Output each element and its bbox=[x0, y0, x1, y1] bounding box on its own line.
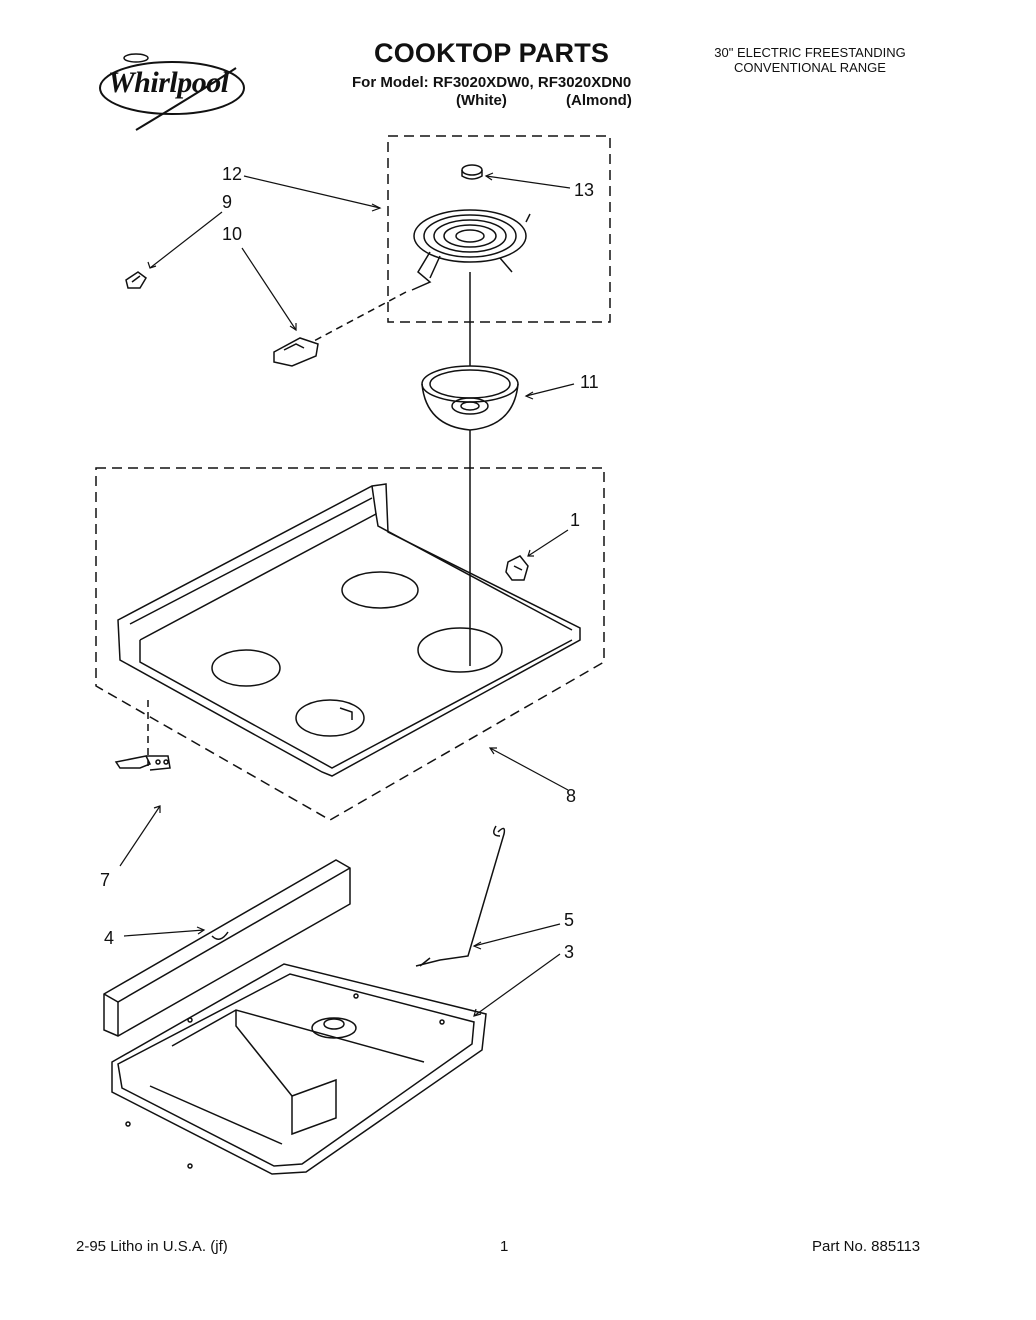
whirlpool-logo: Whirlpool bbox=[96, 48, 248, 134]
logo-wordmark: Whirlpool bbox=[108, 66, 229, 99]
part-10-terminal-block bbox=[273, 337, 319, 367]
leader-lines bbox=[119, 172, 575, 1017]
part-12-surface-element bbox=[411, 209, 531, 291]
part-4-rear-strip bbox=[103, 859, 351, 1037]
leader-3 bbox=[473, 953, 561, 1017]
leader-8 bbox=[489, 747, 569, 791]
arrow-4 bbox=[196, 926, 206, 935]
part-13-cap bbox=[461, 164, 483, 180]
callout-11: 11 bbox=[580, 372, 599, 392]
leader-11 bbox=[525, 383, 575, 397]
arrow-5 bbox=[472, 941, 482, 950]
variant-white: (White) bbox=[456, 92, 507, 109]
callout-13: 13 bbox=[574, 180, 594, 200]
part-3-burner-box bbox=[111, 963, 487, 1175]
cooktop-group-box bbox=[95, 467, 605, 821]
arrow-8 bbox=[488, 747, 497, 755]
leader-5 bbox=[473, 923, 561, 947]
callout-3: 3 bbox=[564, 942, 574, 962]
callout-4: 4 bbox=[104, 928, 114, 948]
part-1-bracket bbox=[505, 555, 529, 581]
part-11-drip-bowl bbox=[421, 365, 519, 431]
footer-part-number: Part No. 885113 bbox=[812, 1238, 921, 1255]
leader-13 bbox=[485, 175, 571, 189]
product-desc-line2: CONVENTIONAL RANGE bbox=[734, 60, 886, 75]
variant-almond: (Almond) bbox=[566, 92, 632, 109]
arrow-7 bbox=[153, 805, 161, 813]
product-desc-line1: 30" ELECTRIC FREESTANDING bbox=[714, 45, 906, 60]
footer-page-number: 1 bbox=[500, 1238, 509, 1255]
part-7-connector bbox=[114, 755, 171, 771]
callout-1: 1 bbox=[570, 510, 580, 530]
callout-12: 12 bbox=[222, 164, 242, 184]
arrow-9 bbox=[147, 261, 157, 269]
leader-9 bbox=[149, 211, 223, 269]
page-title: COOKTOP PARTS bbox=[374, 38, 610, 68]
callout-7: 7 bbox=[100, 870, 110, 890]
arrow-1 bbox=[527, 549, 534, 557]
part-8-cooktop bbox=[117, 483, 581, 777]
model-line: For Model: RF3020XDW0, RF3020XDN0 bbox=[352, 74, 632, 91]
logo-swoosh bbox=[99, 53, 245, 131]
arrow-11 bbox=[524, 391, 534, 400]
leader-4 bbox=[123, 929, 205, 937]
element-group-box bbox=[387, 135, 611, 323]
callout-9: 9 bbox=[222, 192, 232, 212]
footer-print-info: 2-95 Litho in U.S.A. (jf) bbox=[76, 1238, 228, 1255]
part-5-rod bbox=[415, 825, 506, 967]
arrow-12 bbox=[371, 203, 382, 212]
arrow-3 bbox=[473, 1008, 482, 1017]
part-9-clip bbox=[125, 271, 147, 289]
leader-10 bbox=[241, 247, 297, 331]
callout-5: 5 bbox=[564, 910, 574, 930]
leader-1 bbox=[527, 529, 569, 557]
leader-terminal-10 bbox=[311, 291, 407, 343]
leader-7 bbox=[119, 805, 161, 867]
arrow-10 bbox=[289, 323, 297, 332]
leader-12 bbox=[243, 175, 381, 209]
arrow-13 bbox=[484, 172, 494, 181]
product-description: 30" ELECTRIC FREESTANDING CONVENTIONAL R… bbox=[700, 45, 920, 75]
callout-10: 10 bbox=[222, 224, 242, 244]
callout-8: 8 bbox=[566, 786, 576, 806]
